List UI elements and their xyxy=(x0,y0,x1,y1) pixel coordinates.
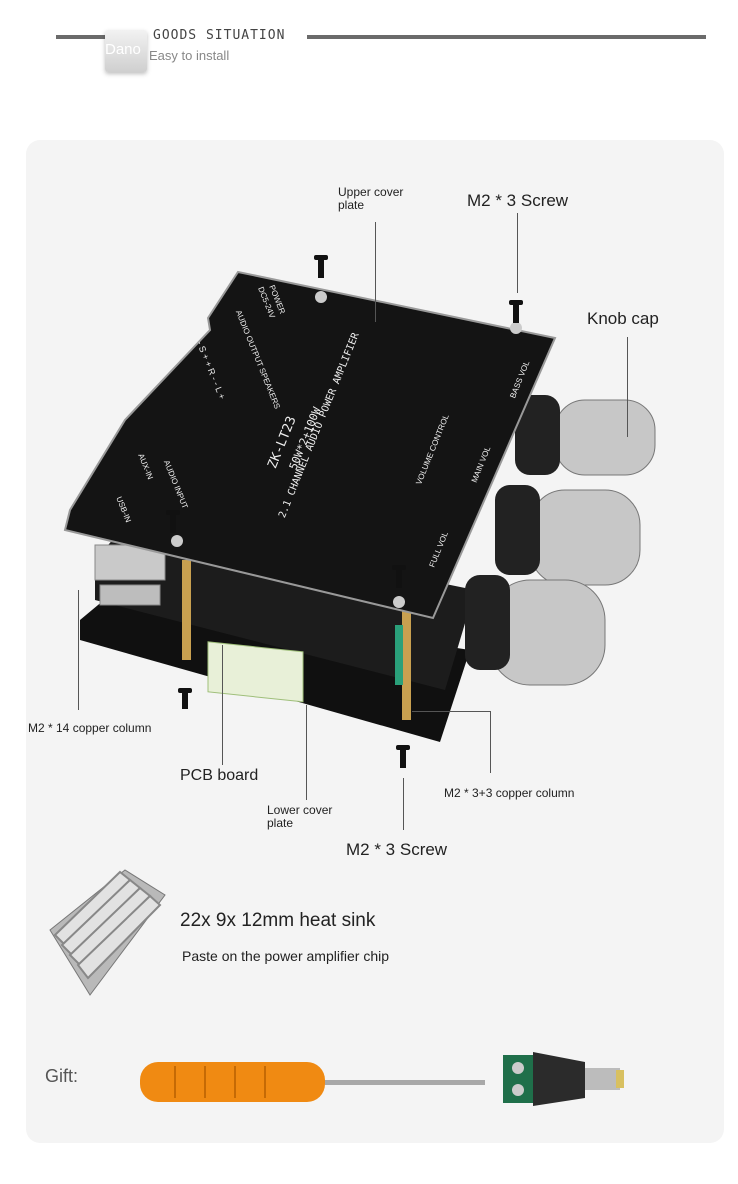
label-heat-sink: 22x 9x 12mm heat sink xyxy=(180,910,376,931)
header-line-right xyxy=(307,35,706,39)
label-gift: Gift: xyxy=(45,1066,79,1086)
leader-screw-top xyxy=(517,213,518,293)
leader-pcb xyxy=(222,645,223,765)
label-copper-column-14: M2 * 14 copper column xyxy=(28,721,152,735)
leader-screw-bottom xyxy=(403,778,404,830)
leader-knob-cap xyxy=(627,337,628,437)
brand-logo: Dano xyxy=(105,30,147,72)
leader-copper-33-v xyxy=(490,711,491,773)
leader-copper-33-h xyxy=(412,711,491,712)
label-heat-sink-note: Paste on the power amplifier chip xyxy=(182,948,389,964)
label-copper-column-33: M2 * 3+3 copper column xyxy=(444,786,575,800)
leader-lower-cover xyxy=(306,705,307,800)
header-subtitle: Easy to install xyxy=(149,48,230,63)
header-title: GOODS SITUATION xyxy=(153,28,286,43)
leader-copper-14 xyxy=(78,590,79,710)
label-screw-top: M2 * 3 Screw xyxy=(467,191,569,210)
header-line-left xyxy=(56,35,106,39)
label-pcb-board: PCB board xyxy=(180,767,259,784)
leader-upper-cover xyxy=(375,222,376,322)
label-knob-cap: Knob cap xyxy=(587,309,659,328)
label-screw-bottom: M2 * 3 Screw xyxy=(346,840,448,859)
